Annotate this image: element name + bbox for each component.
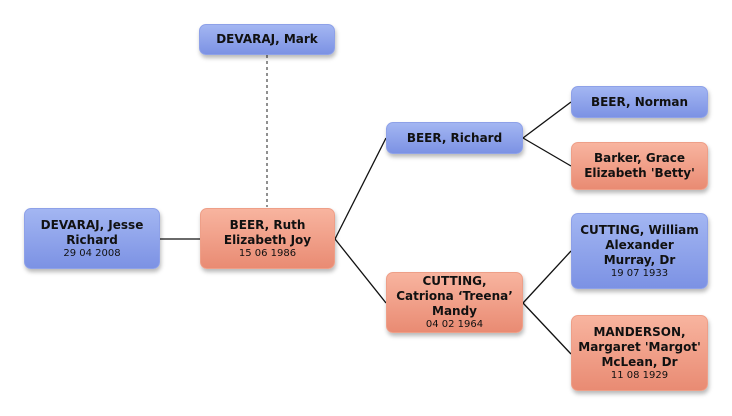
person-name: Barker, Grace Elizabeth 'Betty': [584, 151, 695, 180]
person-node-ruth[interactable]: BEER, Ruth Elizabeth Joy 15 06 1986: [200, 208, 335, 269]
person-node-grace[interactable]: Barker, Grace Elizabeth 'Betty': [571, 142, 708, 190]
person-birthdate: 29 04 2008: [63, 247, 121, 259]
link-ruth-richard: [334, 137, 387, 240]
person-birthdate: 04 02 1964: [425, 319, 484, 330]
person-name: DEVARAJ, Mark: [216, 32, 318, 46]
person-node-norman[interactable]: BEER, Norman: [571, 86, 708, 118]
person-node-jesse[interactable]: DEVARAJ, Jesse Richard 29 04 2008: [24, 208, 160, 269]
person-node-margaret[interactable]: MANDERSON, Margaret 'Margot' McLean, Dr …: [571, 315, 708, 391]
link-catriona-william: [522, 250, 572, 304]
person-name: BEER, Ruth Elizabeth Joy: [223, 217, 312, 247]
link-catriona-margaret: [522, 302, 572, 355]
person-name: CUTTING, Catriona ‘Treena’ Mandy: [396, 274, 513, 318]
person-name: BEER, Norman: [590, 94, 689, 109]
link-ruth-catriona: [334, 238, 387, 304]
link-richard-norman: [522, 101, 572, 139]
person-birthdate: 19 07 1933: [610, 267, 669, 279]
person-name: DEVARAJ, Jesse Richard: [40, 217, 144, 247]
person-name: BEER, Richard: [406, 130, 503, 145]
person-node-william[interactable]: CUTTING, William Alexander Murray, Dr 19…: [571, 213, 708, 289]
person-name: CUTTING, William Alexander Murray, Dr: [580, 222, 699, 267]
person-birthdate: 11 08 1929: [610, 369, 669, 381]
person-name: MANDERSON, Margaret 'Margot' McLean, Dr: [578, 324, 701, 369]
person-node-richard[interactable]: BEER, Richard: [386, 122, 523, 154]
person-node-mark[interactable]: DEVARAJ, Mark: [199, 24, 335, 55]
person-birthdate: 15 06 1986: [238, 247, 297, 259]
link-richard-grace: [522, 137, 572, 167]
person-node-catriona[interactable]: CUTTING, Catriona ‘Treena’ Mandy 04 02 1…: [386, 272, 523, 333]
